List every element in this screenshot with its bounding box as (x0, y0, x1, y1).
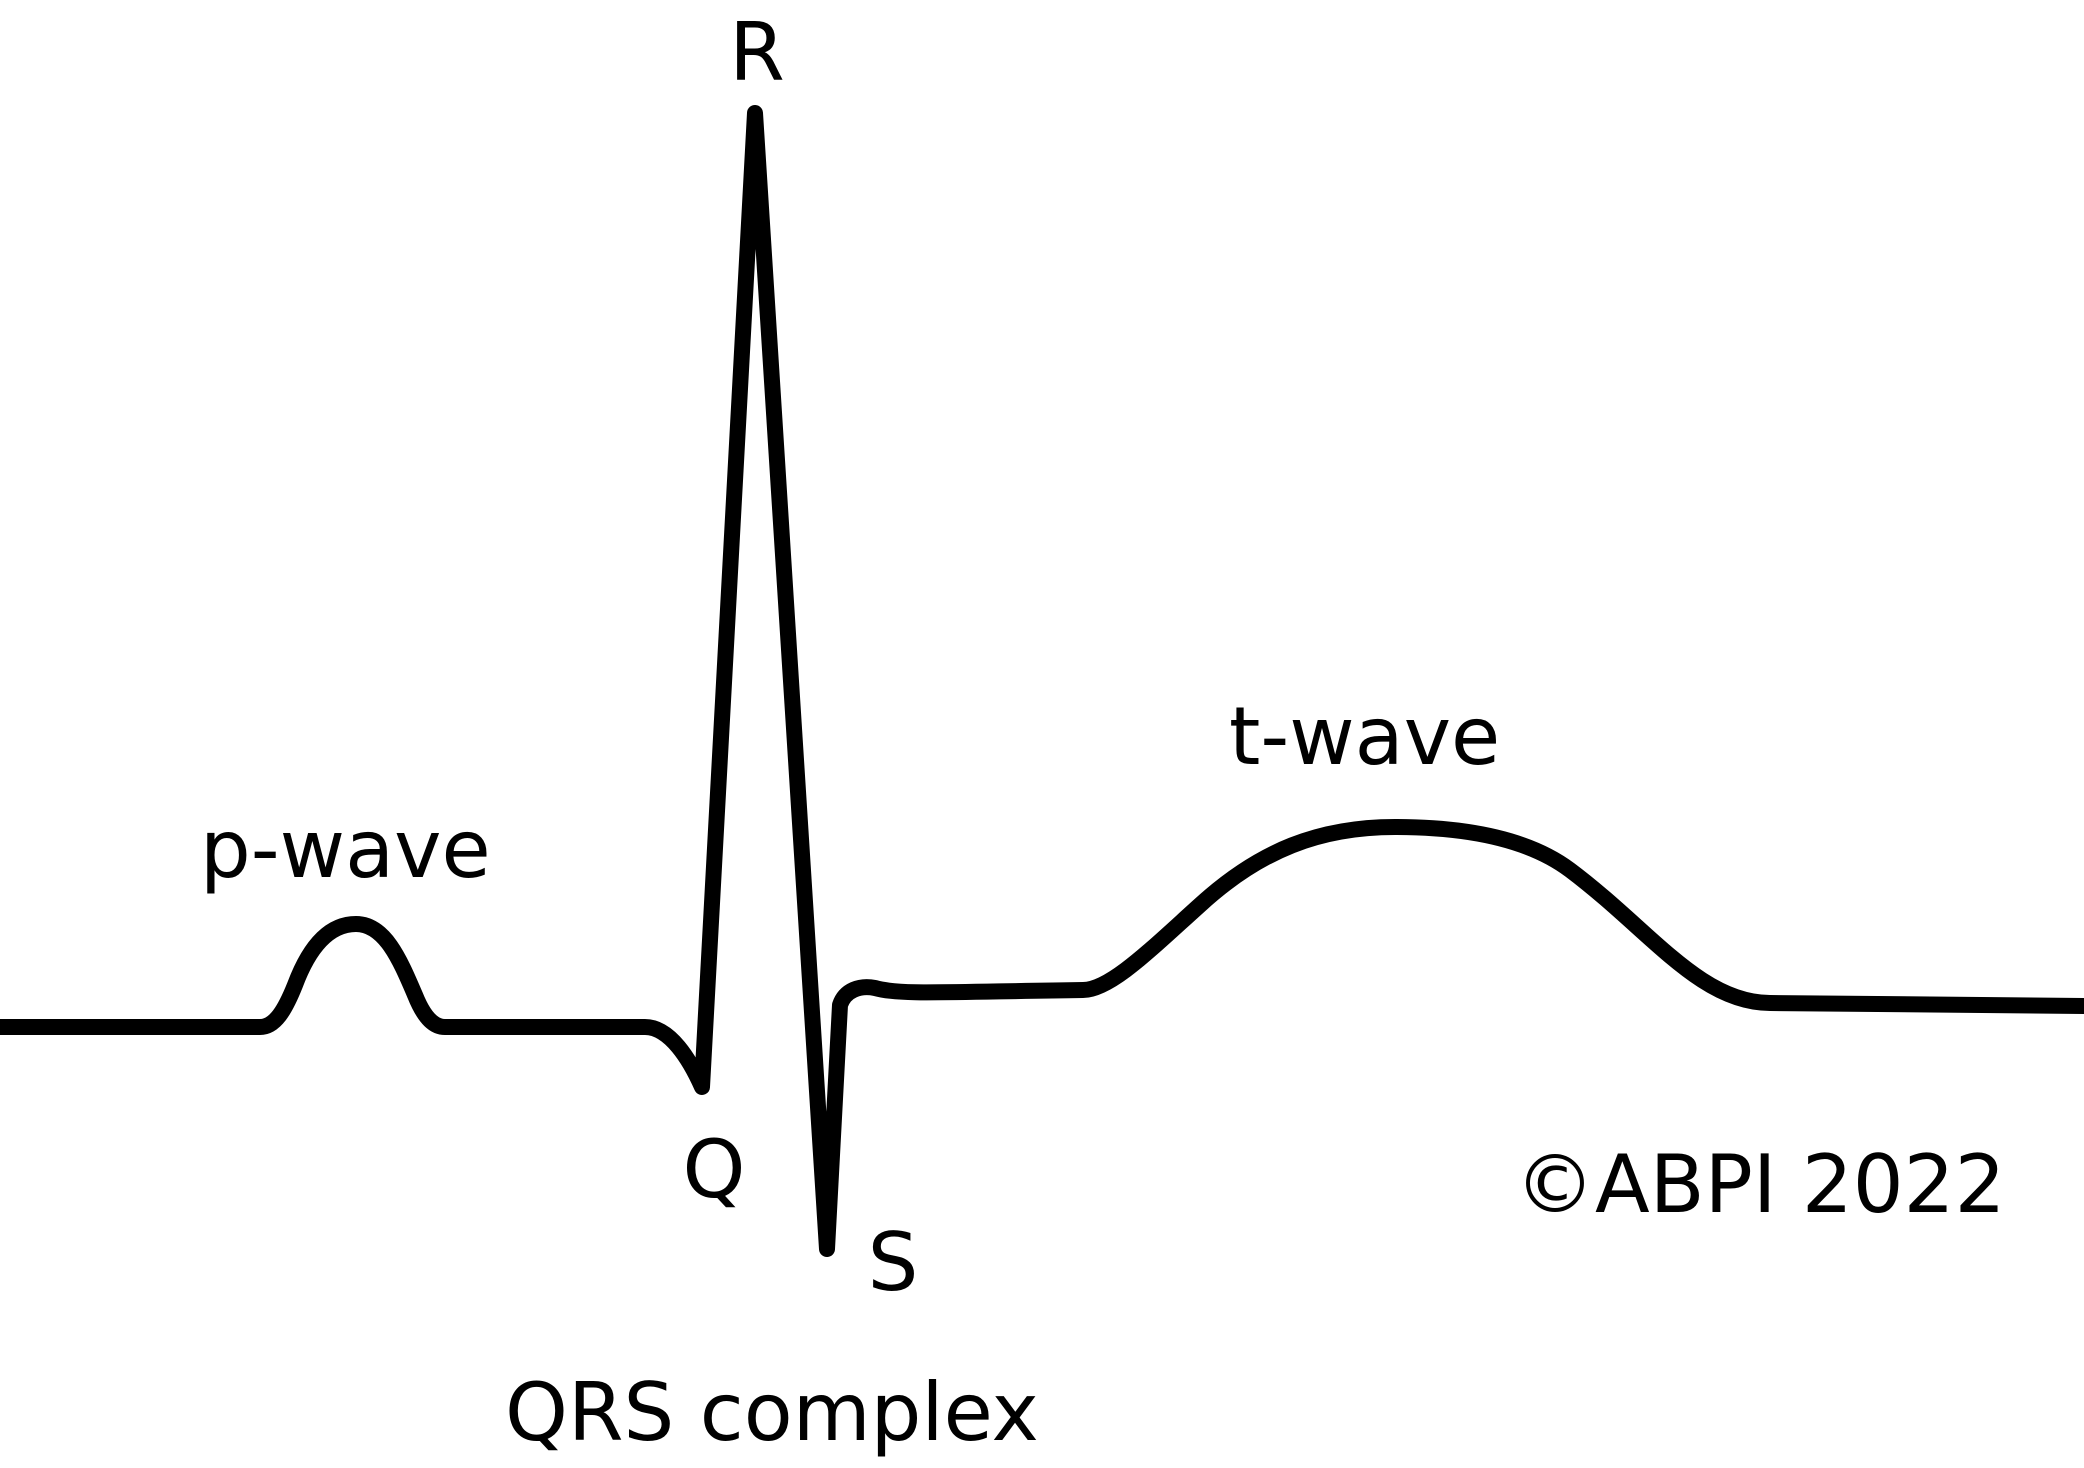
label-r: R (729, 6, 785, 99)
label-q: Q (683, 1123, 746, 1216)
label-t-wave: t-wave (1229, 690, 1500, 783)
label-qrs-complex: QRS complex (505, 1366, 1039, 1459)
label-s: S (868, 1216, 919, 1309)
ecg-trace (0, 105, 2084, 1257)
label-p-wave: p-wave (200, 803, 491, 896)
copyright-text: ©ABPI 2022 (1515, 1138, 2005, 1231)
